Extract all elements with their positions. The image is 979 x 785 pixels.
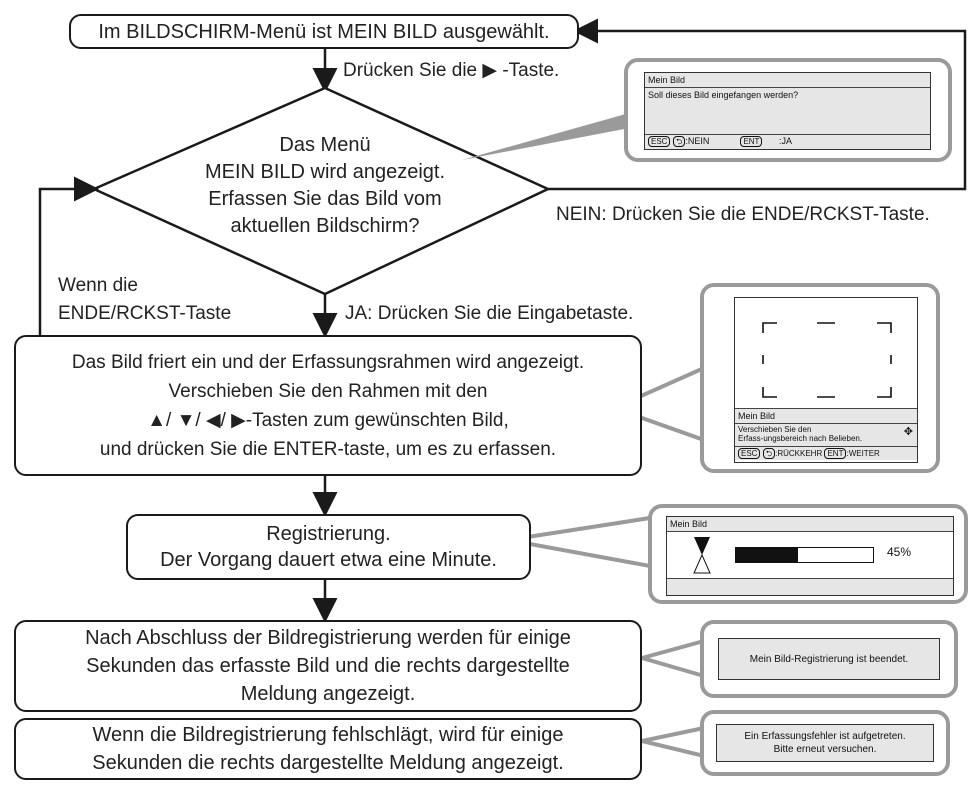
- frame-back: :RÜCKKEHR: [775, 449, 823, 458]
- confirm-ja: :JA: [778, 136, 792, 146]
- failure-line-1: Wenn die Bildregistrierung fehlschlägt, …: [92, 724, 564, 746]
- progress-percent: 45%: [887, 545, 912, 559]
- esc-key: ESC: [648, 136, 671, 147]
- capture-line-2: Verschieben Sie den Rahmen mit den: [168, 380, 488, 402]
- error-screen: Ein Erfassungsfehler ist aufgetreten. Bi…: [716, 724, 934, 762]
- up-arrow-icon: ▲: [147, 409, 167, 431]
- ent-key: ENT: [824, 448, 847, 459]
- capture-line-1: Das Bild friert ein und der Erfassungsra…: [71, 351, 585, 373]
- capture-box: Das Bild friert ein und der Erfassungsra…: [14, 335, 642, 476]
- nein-label: NEIN: Drücken Sie die ENDE/RCKST-Taste.: [556, 204, 930, 225]
- confirm-screen: Mein Bild Soll dieses Bild eingefangen w…: [644, 72, 931, 150]
- done-callout: Mein Bild-Registrierung ist beendet.: [700, 620, 958, 698]
- down-arrow-icon: ▼: [176, 409, 196, 431]
- progress-screen-title: Mein Bild: [667, 517, 953, 532]
- frame-next: :WEITER: [846, 449, 880, 458]
- frame-info: Mein Bild Verschieben Sie den Erfass-ung…: [735, 408, 917, 460]
- capture-line-4: und drücken Sie die ENTER-taste, um es z…: [99, 438, 557, 460]
- progress-bar: [735, 547, 874, 563]
- start-box: Im BILDSCHIRM-Menü ist MEIN BILD ausgewä…: [69, 14, 579, 49]
- confirm-question: Soll dieses Bild eingefangen werden?: [648, 90, 799, 100]
- esc-key: ESC: [738, 448, 761, 459]
- success-line-3: Meldung angezeigt.: [240, 683, 416, 705]
- success-box: Nach Abschluss der Bildregistrierung wer…: [14, 620, 642, 712]
- failure-box: Wenn die Bildregistrierung fehlschlägt, …: [14, 718, 642, 780]
- decision-line-3: Erfassen Sie das Bild vom: [208, 188, 442, 210]
- ja-label: JA: Drücken Sie die Eingabetaste.: [345, 303, 634, 324]
- callout-pointer-error: [641, 725, 706, 759]
- ent-key: ENT: [740, 136, 763, 147]
- callout-pointer-confirm: [462, 110, 640, 160]
- registration-line-1: Registrierung.: [266, 523, 391, 545]
- right-arrow-icon: ▶: [231, 409, 246, 431]
- confirm-callout: Mein Bild Soll dieses Bild eingefangen w…: [624, 58, 952, 162]
- confirm-nein: :NEIN: [685, 136, 710, 146]
- wenn-label-1: Wenn die: [58, 275, 138, 296]
- done-message: Mein Bild-Registrierung ist beendet.: [749, 653, 909, 665]
- error-line-2: Bitte erneut versuchen.: [773, 744, 877, 755]
- confirm-screen-title: Mein Bild: [645, 73, 930, 88]
- registration-line-2: Der Vorgang dauert etwa eine Minute.: [160, 549, 497, 571]
- failure-line-2: Sekunden die rechts dargestellte Meldung…: [92, 752, 564, 774]
- wenn-label-2: ENDE/RCKST-Taste: [58, 303, 232, 324]
- press-right-label: Drücken Sie die ▶ -Taste.: [343, 58, 559, 83]
- decision-line-4: aktuellen Bildschirm?: [230, 215, 420, 237]
- confirm-footer: ESC ⮌:NEIN ENT :JA: [645, 134, 930, 148]
- registration-box: Registrierung. Der Vorgang dauert etwa e…: [126, 514, 531, 580]
- progress-body: 45%: [667, 532, 953, 579]
- callout-pointer-done: [634, 638, 706, 679]
- frame-screen: Mein Bild Verschieben Sie den Erfass-ung…: [734, 297, 918, 463]
- decision-line-1: Das Menü: [279, 134, 371, 156]
- right-arrow-icon: ▶: [482, 60, 498, 81]
- back-key-icon: ⮌: [762, 448, 776, 459]
- capture-line-3-suffix: -Tasten zum gewünschten Bild,: [245, 409, 509, 431]
- frame-screen-title: Mein Bild: [735, 409, 917, 424]
- success-line-2: Sekunden das erfasste Bild und die recht…: [86, 655, 570, 677]
- capture-frame-icon: [762, 322, 892, 398]
- start-box-text: Im BILDSCHIRM-Menü ist MEIN BILD ausgewä…: [98, 20, 550, 43]
- decision-line-2: MEIN BILD wird angezeigt.: [204, 161, 446, 183]
- arrow-ende-loop: [38, 176, 99, 335]
- arrow-nein-loop: [548, 18, 967, 191]
- decision-text: Das Menü MEIN BILD wird angezeigt. Erfas…: [160, 132, 490, 240]
- frame-message: Verschieben Sie den Erfass-ungsbereich n…: [735, 424, 917, 446]
- back-key-icon: ⮌: [672, 136, 686, 147]
- error-callout: Ein Erfassungsfehler ist aufgetreten. Bi…: [700, 710, 950, 776]
- progress-screen: Mein Bild 45%: [666, 516, 954, 596]
- left-arrow-icon: ◀: [205, 409, 221, 431]
- success-line-1: Nach Abschluss der Bildregistrierung wer…: [85, 627, 571, 649]
- move-arrows-icon: ✥: [903, 426, 913, 438]
- capture-line-3: ▲/ ▼/ ◀/ ▶-Tasten zum gewünschten Bild,: [147, 409, 509, 431]
- error-line-1: Ein Erfassungsfehler ist aufgetreten.: [744, 731, 906, 742]
- press-right-text: Drücken Sie die: [343, 60, 478, 81]
- progress-callout: Mein Bild 45%: [648, 504, 968, 604]
- frame-msg-line-1: Verschieben Sie den: [738, 425, 812, 434]
- progress-bar-fill: [736, 548, 798, 562]
- hourglass-icon: [693, 537, 711, 574]
- frame-msg-line-2: Erfass-ungsbereich nach Belieben.: [738, 434, 863, 443]
- frame-footer: ESC ⮌:RÜCKKEHR ENT:WEITER: [735, 446, 917, 460]
- done-screen: Mein Bild-Registrierung ist beendet.: [718, 638, 940, 680]
- frame-callout: Mein Bild Verschieben Sie den Erfass-ung…: [700, 283, 940, 473]
- press-right-suffix: -Taste.: [502, 60, 560, 81]
